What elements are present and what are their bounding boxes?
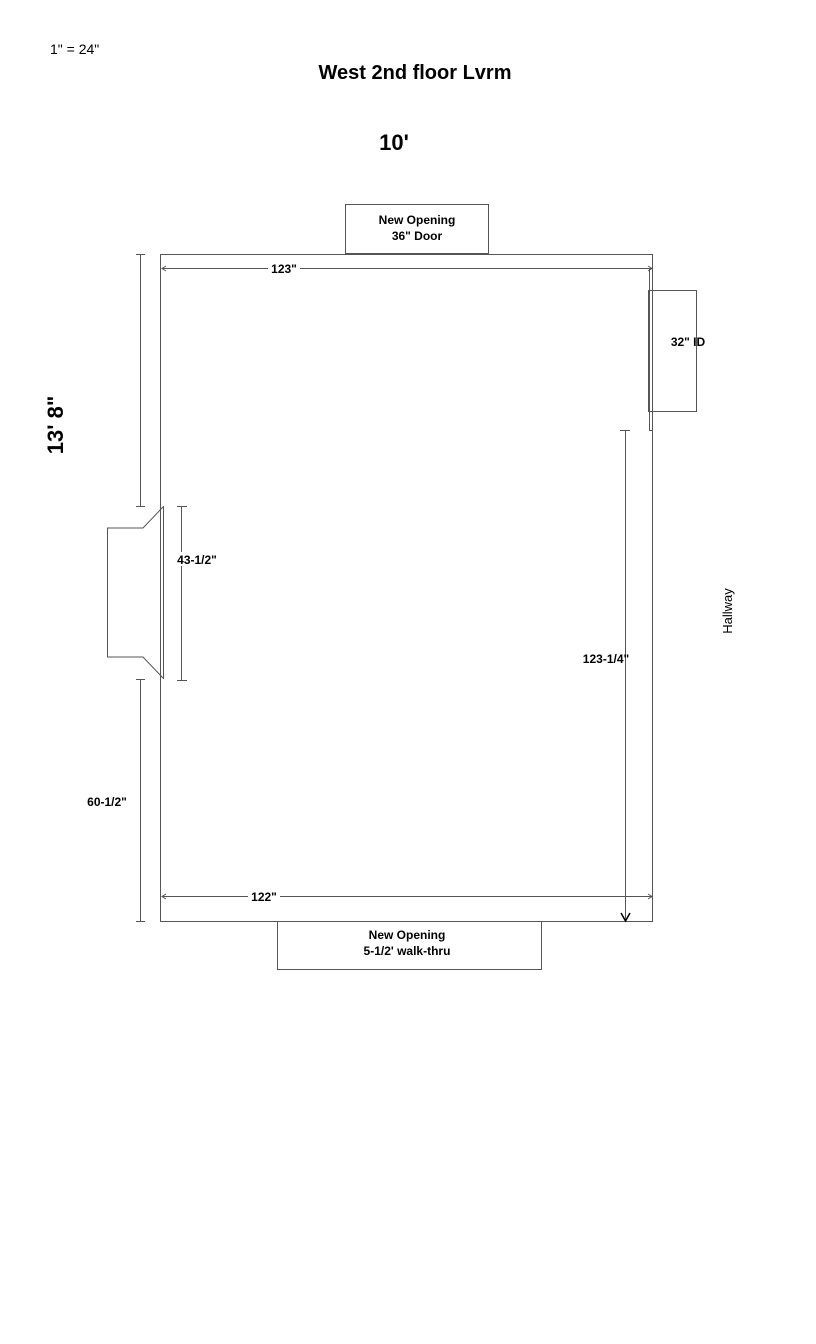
right-dimension: 123-1/4" (583, 652, 629, 666)
width-label: 10' (379, 130, 409, 155)
window-dimension: 43-1/2" (177, 553, 217, 567)
left-lower-dimension: 60-1/2" (87, 795, 127, 809)
top-dimension: 123" (271, 262, 297, 276)
side-door-box (648, 290, 697, 412)
top-opening-line2: 36" Door (392, 229, 443, 243)
window-bay (107, 506, 164, 679)
bottom-dimension: 122" (251, 890, 277, 904)
right-dimension-arrow (620, 912, 631, 923)
bottom-opening-line1: New Opening (369, 928, 446, 942)
top-opening-line1: New Opening (379, 213, 456, 227)
bottom-opening-line2: 5-1/2' walk-thru (364, 944, 451, 958)
bottom-opening-box (277, 921, 542, 970)
length-label: 13' 8" (43, 396, 68, 454)
bottom-dimension-arrows (161, 893, 653, 900)
hallway-label: Hallway (720, 588, 735, 634)
plan-title: West 2nd floor Lvrm (319, 62, 512, 84)
top-opening-box (345, 204, 489, 254)
room-outline (160, 254, 653, 922)
side-door-label: 32" ID (671, 335, 706, 349)
scale-note: 1" = 24" (50, 41, 99, 57)
